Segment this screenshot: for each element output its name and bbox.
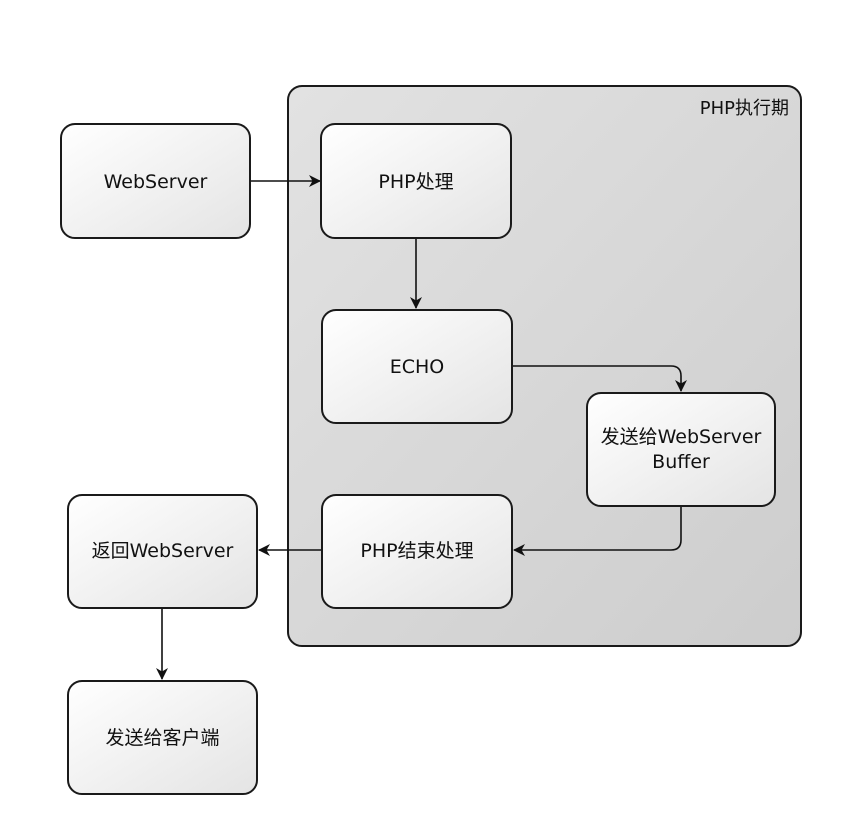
node-send-client: 发送给客户端 — [67, 680, 258, 795]
edge-send-buffer-to-php-end — [513, 506, 682, 556]
edges — [156, 175, 687, 680]
edge-echo-to-send-buffer — [512, 365, 687, 392]
node-echo-label: ECHO — [390, 356, 445, 378]
node-return-webserver: 返回WebServer — [67, 494, 258, 609]
node-send-buffer-label-line2: Buffer — [652, 451, 710, 473]
node-php-process: PHP处理 — [320, 123, 512, 239]
node-return-webserver-label: 返回WebServer — [92, 540, 234, 562]
node-webserver-label: WebServer — [104, 171, 208, 193]
node-send-buffer: 发送给WebServer Buffer — [586, 392, 776, 507]
region-label: PHP执行期 — [700, 98, 789, 119]
node-send-client-label: 发送给客户端 — [105, 727, 219, 749]
node-echo: ECHO — [321, 309, 513, 424]
node-php-process-label: PHP处理 — [378, 171, 453, 193]
node-send-buffer-label-line1: 发送给WebServer — [601, 426, 762, 448]
node-php-end-label: PHP结束处理 — [360, 540, 473, 562]
node-php-end: PHP结束处理 — [321, 494, 513, 609]
node-webserver: WebServer — [60, 123, 251, 239]
